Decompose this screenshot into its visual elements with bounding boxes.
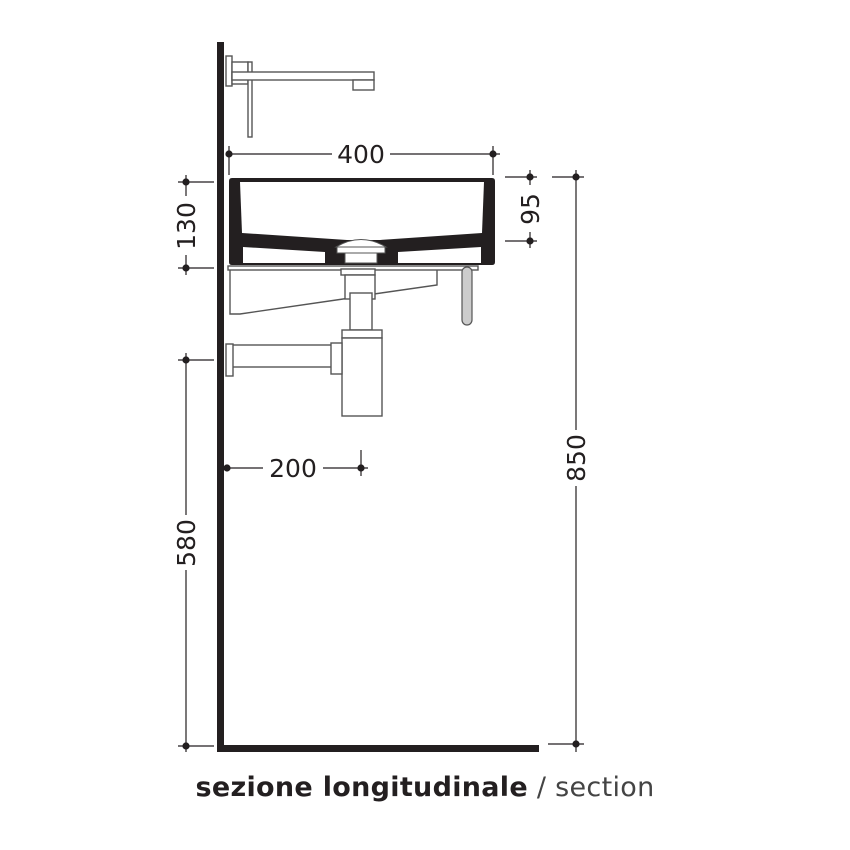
- wall-mounted-faucet: [225, 55, 375, 138]
- caption-english: section: [555, 772, 655, 803]
- dim-total-height: 850: [562, 434, 591, 482]
- dim-trap-projection: 200: [269, 454, 317, 483]
- caption-italian: sezione longitudinale: [195, 772, 528, 803]
- caption-separator: /: [527, 772, 556, 803]
- dim-trap-height: 580: [172, 519, 201, 567]
- dimension-lines: [178, 146, 584, 752]
- dim-basin-height: 130: [172, 202, 201, 250]
- towel-bar: [461, 266, 473, 326]
- dim-basin-depth: 95: [516, 193, 545, 225]
- washbasin: [229, 178, 495, 265]
- wall-and-floor: [217, 42, 539, 752]
- bottle-trap: [225, 268, 383, 417]
- dim-basin-width: 400: [337, 140, 385, 169]
- drawing-caption: sezione longitudinale / section: [0, 772, 850, 803]
